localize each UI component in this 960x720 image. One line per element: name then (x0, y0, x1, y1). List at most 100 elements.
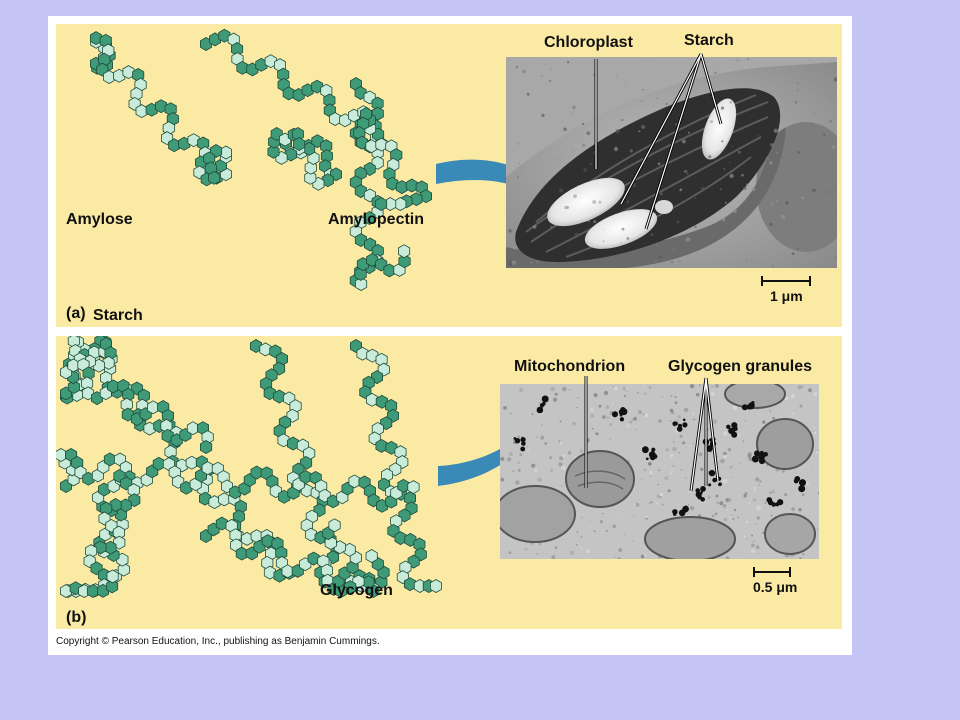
texture-speck (630, 149, 633, 152)
texture-speck (602, 513, 604, 515)
texture-speck (723, 479, 728, 484)
glucose-unit (105, 541, 116, 554)
texture-speck (594, 393, 598, 397)
texture-speck (671, 261, 674, 264)
texture-speck (675, 396, 677, 398)
chloroplast-image (506, 57, 837, 268)
texture-speck (615, 129, 620, 134)
texture-speck (659, 255, 662, 258)
glucose-unit (187, 422, 198, 435)
texture-speck (629, 421, 631, 423)
texture-speck (512, 261, 516, 265)
mitochondrion (500, 486, 575, 542)
texture-speck (544, 64, 546, 66)
texture-speck (812, 468, 813, 469)
texture-speck (653, 260, 657, 264)
texture-speck (753, 540, 755, 542)
glycogen-granule (717, 477, 721, 481)
texture-speck (716, 495, 719, 498)
texture-speck (619, 264, 620, 265)
texture-speck (658, 419, 662, 423)
texture-speck (523, 70, 526, 73)
texture-speck (785, 201, 788, 204)
texture-speck (797, 151, 800, 154)
texture-speck (690, 384, 694, 388)
texture-speck (675, 401, 678, 404)
texture-speck (794, 101, 797, 104)
texture-speck (807, 397, 809, 399)
texture-speck (685, 477, 686, 478)
texture-speck (723, 431, 727, 435)
texture-speck (806, 482, 809, 485)
texture-speck (756, 523, 757, 524)
texture-speck (679, 261, 680, 262)
texture-speck (537, 478, 541, 482)
glycogen-granule (731, 432, 737, 438)
glycogen-granule (612, 411, 618, 417)
texture-speck (549, 80, 552, 83)
texture-speck (618, 548, 622, 552)
glycogen-granule (682, 422, 687, 427)
texture-speck (807, 201, 809, 203)
texture-speck (581, 138, 583, 140)
texture-speck (519, 453, 522, 456)
texture-speck (649, 471, 652, 474)
texture-speck (751, 187, 755, 191)
texture-speck (762, 532, 764, 534)
glycogen-granule (794, 479, 799, 484)
glycogen-label: Glycogen (320, 582, 393, 600)
texture-speck (797, 385, 801, 389)
texture-speck (644, 554, 646, 556)
texture-speck (660, 193, 663, 196)
texture-speck (590, 163, 592, 165)
texture-speck (696, 393, 699, 396)
texture-speck (670, 472, 672, 474)
texture-speck (657, 484, 659, 486)
glycogen-granule (798, 485, 805, 492)
texture-speck (632, 183, 636, 187)
texture-speck (700, 468, 703, 471)
texture-speck (552, 462, 553, 463)
texture-speck (835, 186, 836, 187)
amylose-label: Amylose (66, 211, 133, 229)
glucose-unit (408, 481, 419, 494)
texture-speck (711, 392, 715, 396)
glycogen-granule (709, 470, 715, 476)
texture-speck (684, 408, 688, 412)
glycogen-granule (759, 458, 765, 464)
texture-speck (550, 226, 552, 228)
glycogen-granule (742, 404, 748, 410)
texture-speck (755, 477, 759, 481)
texture-speck (542, 188, 543, 189)
texture-speck (671, 395, 673, 397)
texture-speck (797, 90, 798, 91)
texture-speck (544, 442, 547, 445)
texture-speck (792, 219, 793, 220)
texture-speck (693, 419, 695, 421)
texture-speck (732, 171, 733, 172)
texture-speck (745, 420, 746, 421)
glycogen-granule (709, 438, 712, 441)
texture-speck (770, 143, 774, 147)
texture-speck (769, 410, 772, 413)
glycogen-granule (695, 488, 700, 493)
texture-speck (724, 518, 728, 522)
texture-speck (649, 386, 652, 389)
texture-speck (503, 406, 507, 410)
texture-speck (808, 388, 812, 392)
glucose-unit (366, 550, 377, 563)
texture-speck (571, 149, 574, 152)
glucose-unit (399, 245, 410, 258)
texture-speck (758, 553, 759, 554)
texture-speck (770, 202, 773, 205)
glycogen-granule (542, 396, 549, 403)
texture-speck (774, 129, 778, 133)
texture-speck (549, 67, 552, 70)
texture-speck (665, 448, 668, 451)
texture-speck (526, 446, 527, 447)
starch-chains (90, 29, 431, 290)
starch-label: Starch (684, 32, 734, 50)
texture-speck (586, 443, 588, 445)
texture-speck (580, 547, 582, 549)
texture-speck (641, 125, 645, 129)
